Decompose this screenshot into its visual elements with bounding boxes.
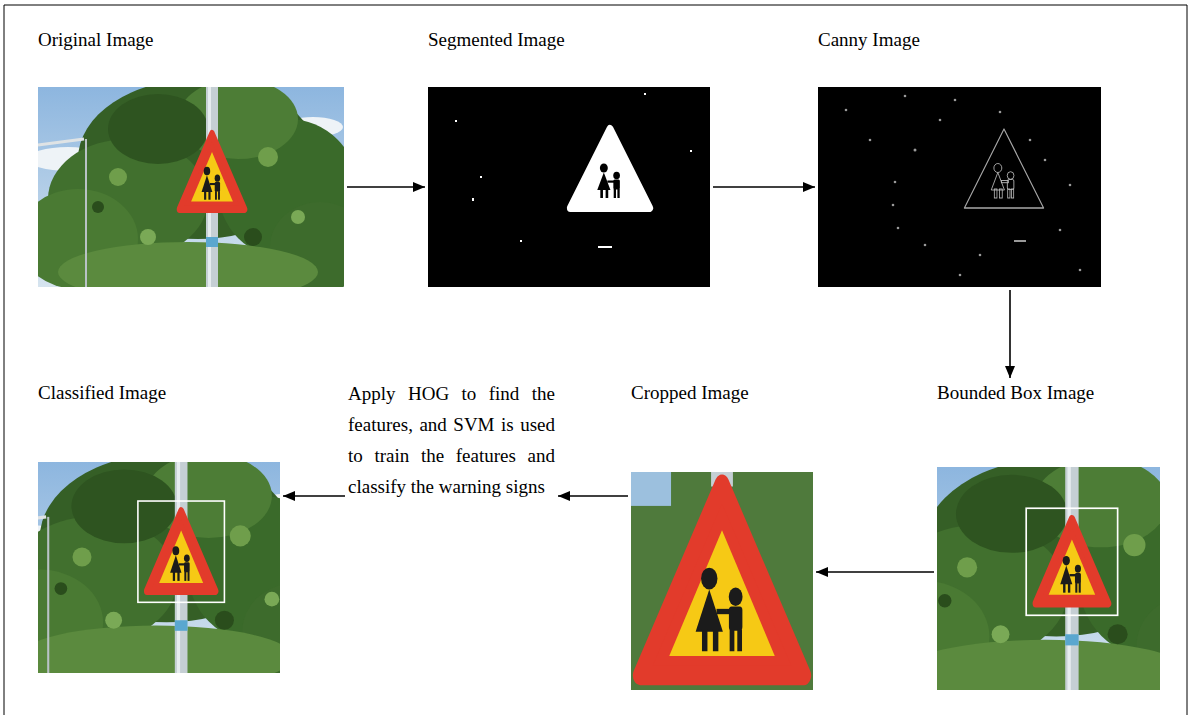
classified-image-panel: Classified Image — [38, 381, 280, 673]
panel-caption: Canny Image — [818, 28, 920, 52]
panel-caption: Segmented Image — [428, 28, 565, 52]
panel-caption: Apply HOG to find the features, and SVM … — [348, 378, 555, 502]
cropped-image-panel: Cropped Image — [631, 381, 813, 690]
canny-photo — [818, 87, 1101, 287]
bounded-box-photo — [856, 458, 1190, 707]
bounded-box-image-panel: Bounded Box Image — [937, 381, 1160, 690]
process-note: Apply HOG to find the features, and SVM … — [348, 378, 555, 502]
original-photo — [18, 79, 370, 302]
flow-arrow — [558, 495, 628, 497]
segmented-photo — [428, 87, 710, 287]
panel-caption: Classified Image — [38, 381, 166, 405]
panel-caption: Original Image — [38, 28, 154, 52]
flow-arrow — [1009, 290, 1011, 378]
segmented-image-panel: Segmented Image — [428, 28, 710, 287]
original-image-panel: Original Image — [38, 28, 344, 287]
panel-caption: Cropped Image — [631, 381, 749, 405]
flow-arrow — [283, 495, 345, 497]
classified-photo — [0, 454, 348, 689]
canny-image-panel: Canny Image — [818, 28, 1101, 287]
panel-caption: Bounded Box Image — [937, 381, 1094, 405]
flow-arrow — [816, 571, 934, 573]
cropped-sign-photo — [631, 472, 813, 690]
flow-arrow — [347, 186, 425, 188]
flow-arrow — [713, 186, 815, 188]
